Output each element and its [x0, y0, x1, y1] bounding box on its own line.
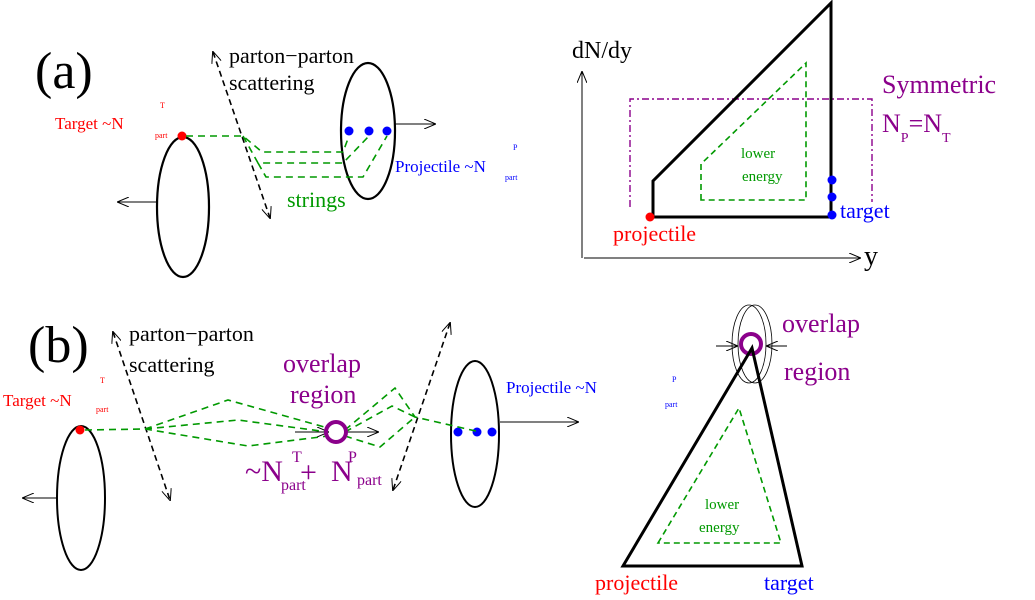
- target-nucleus: [56, 425, 106, 571]
- scattering-arrow-right: [393, 323, 450, 490]
- sum-sup1: T: [292, 449, 302, 466]
- x-axis-label: y: [864, 241, 878, 272]
- target-point: [827, 210, 837, 220]
- sum-sub2: part: [357, 472, 382, 489]
- projectile-nucleus: [450, 360, 500, 508]
- overlap-nucleus-outline: [737, 304, 773, 384]
- lower-energy-label-line2: energy: [699, 520, 740, 536]
- scattering-label-line1: parton−parton: [129, 321, 254, 346]
- sum-plus: +: [300, 456, 317, 489]
- projectile-dot: [364, 126, 374, 136]
- lower-energy-label-line1: lower: [741, 146, 775, 162]
- panel-a: (a) parton−parton scattering Target ~N T…: [35, 0, 996, 279]
- strings: [84, 386, 481, 448]
- target-plot-label: target: [764, 570, 814, 595]
- target-point: [827, 175, 837, 185]
- overlap-label-line1: overlap: [283, 349, 361, 378]
- projectile-label: Projectile ~N: [506, 378, 597, 397]
- strings: [186, 135, 388, 178]
- projectile-point: [645, 212, 655, 222]
- lower-energy-distribution: [700, 61, 807, 201]
- projectile-nucleus: [339, 61, 397, 201]
- symmetric-equation: NP=NT: [882, 109, 951, 146]
- projectile-dot: [344, 126, 354, 136]
- triangle-plot: overlap region lower energy projectile t…: [595, 304, 860, 595]
- projectile-dot: [453, 427, 463, 437]
- sum-sub1: part: [281, 477, 306, 494]
- projectile-sup: P: [672, 375, 677, 384]
- target-sub: part: [155, 131, 168, 140]
- sum-sup2: P: [348, 449, 357, 466]
- scattering-label-line2: scattering: [129, 352, 215, 377]
- overlap-label-line1: overlap: [782, 309, 860, 338]
- projectile-label: Projectile ~N: [395, 157, 486, 176]
- projectile-sub: part: [665, 400, 678, 409]
- sum-N2: N: [331, 455, 353, 488]
- projectile-dot: [382, 126, 392, 136]
- target-point: [827, 192, 837, 202]
- target-sup: T: [160, 101, 165, 110]
- overlap-region-circle: [739, 332, 763, 356]
- projectile-dot: [487, 427, 497, 437]
- projectile-sub: part: [505, 173, 518, 182]
- rapidity-plot: dN/dy y Symmetric NP=NT lower energy pro…: [572, 0, 996, 272]
- lower-energy-distribution: [656, 406, 783, 544]
- asymmetric-distribution: [651, 0, 833, 219]
- symmetric-label: Symmetric: [882, 70, 996, 99]
- lower-energy-label-line2: energy: [742, 169, 783, 185]
- target-nucleus: [155, 135, 211, 279]
- target-plot-label: target: [840, 198, 890, 223]
- target-sub: part: [96, 405, 109, 414]
- target-label: Target ~N: [3, 391, 72, 410]
- projectile-plot-label: projectile: [613, 221, 696, 246]
- triangle-distribution: [620, 344, 804, 568]
- target-sup: T: [100, 376, 105, 385]
- scattering-label-line2: scattering: [229, 70, 315, 95]
- panel-a-label: (a): [35, 43, 93, 100]
- projectile-plot-label: projectile: [595, 570, 678, 595]
- target-label: Target ~N: [55, 114, 124, 133]
- lower-energy-label-line1: lower: [705, 497, 739, 513]
- target-participant-dot: [75, 425, 85, 435]
- y-axis-label: dN/dy: [572, 38, 632, 64]
- panel-b-label: (b): [28, 317, 89, 374]
- overlap-label-line2: region: [784, 357, 850, 386]
- panel-b: (b) parton−parton scattering Target ~N T…: [3, 304, 860, 595]
- symmetric-distribution: [629, 98, 873, 207]
- overlap-label-line2: region: [290, 380, 356, 409]
- projectile-sup: P: [513, 143, 518, 152]
- scattering-label-line1: parton−parton: [229, 43, 354, 68]
- projectile-dot: [472, 427, 482, 437]
- overlap-region-circle: [324, 420, 348, 444]
- target-participant-dot: [177, 131, 187, 141]
- strings-label: strings: [287, 187, 346, 212]
- participant-sum: ~N: [245, 455, 283, 488]
